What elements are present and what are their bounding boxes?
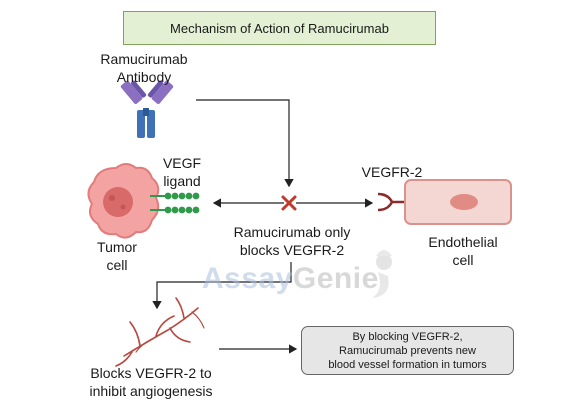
ligand-bead	[164, 192, 172, 200]
antibody-icon	[120, 80, 174, 138]
genie-logo-icon	[372, 250, 392, 298]
vegf-ligand-icon	[150, 192, 200, 214]
vegfr2-receptor-icon	[377, 192, 406, 212]
ligand-bead	[185, 206, 193, 214]
ligand-bead	[185, 192, 193, 200]
note-line: By blocking VEGFR-2,	[352, 330, 463, 343]
ligand-bead	[171, 192, 179, 200]
blood-vessels-icon	[115, 297, 205, 367]
arrow-to-angiogenesis	[152, 262, 292, 310]
antibody-arrow	[196, 99, 294, 188]
ligand-bead	[164, 206, 172, 214]
endothelial-cell-icon	[404, 179, 512, 225]
ligand-bead	[171, 206, 179, 214]
ligand-bead	[178, 206, 186, 214]
ligand-bead	[192, 206, 200, 214]
note-box: By blocking VEGFR-2, Ramucirumab prevent…	[301, 326, 514, 375]
watermark: AssayGenie	[202, 262, 379, 295]
note-line: Ramucirumab prevents new	[339, 344, 476, 357]
diagram-title: Mechanism of Action of Ramucirumab	[123, 11, 436, 45]
note-line: blood vessel formation in tumors	[328, 358, 487, 371]
block-x-icon	[281, 195, 297, 211]
ligand-bead	[178, 192, 186, 200]
tumor-cell-icon	[87, 163, 160, 239]
vegfr2-label: VEGFR-2	[361, 164, 423, 180]
ligand-bead	[192, 192, 200, 200]
